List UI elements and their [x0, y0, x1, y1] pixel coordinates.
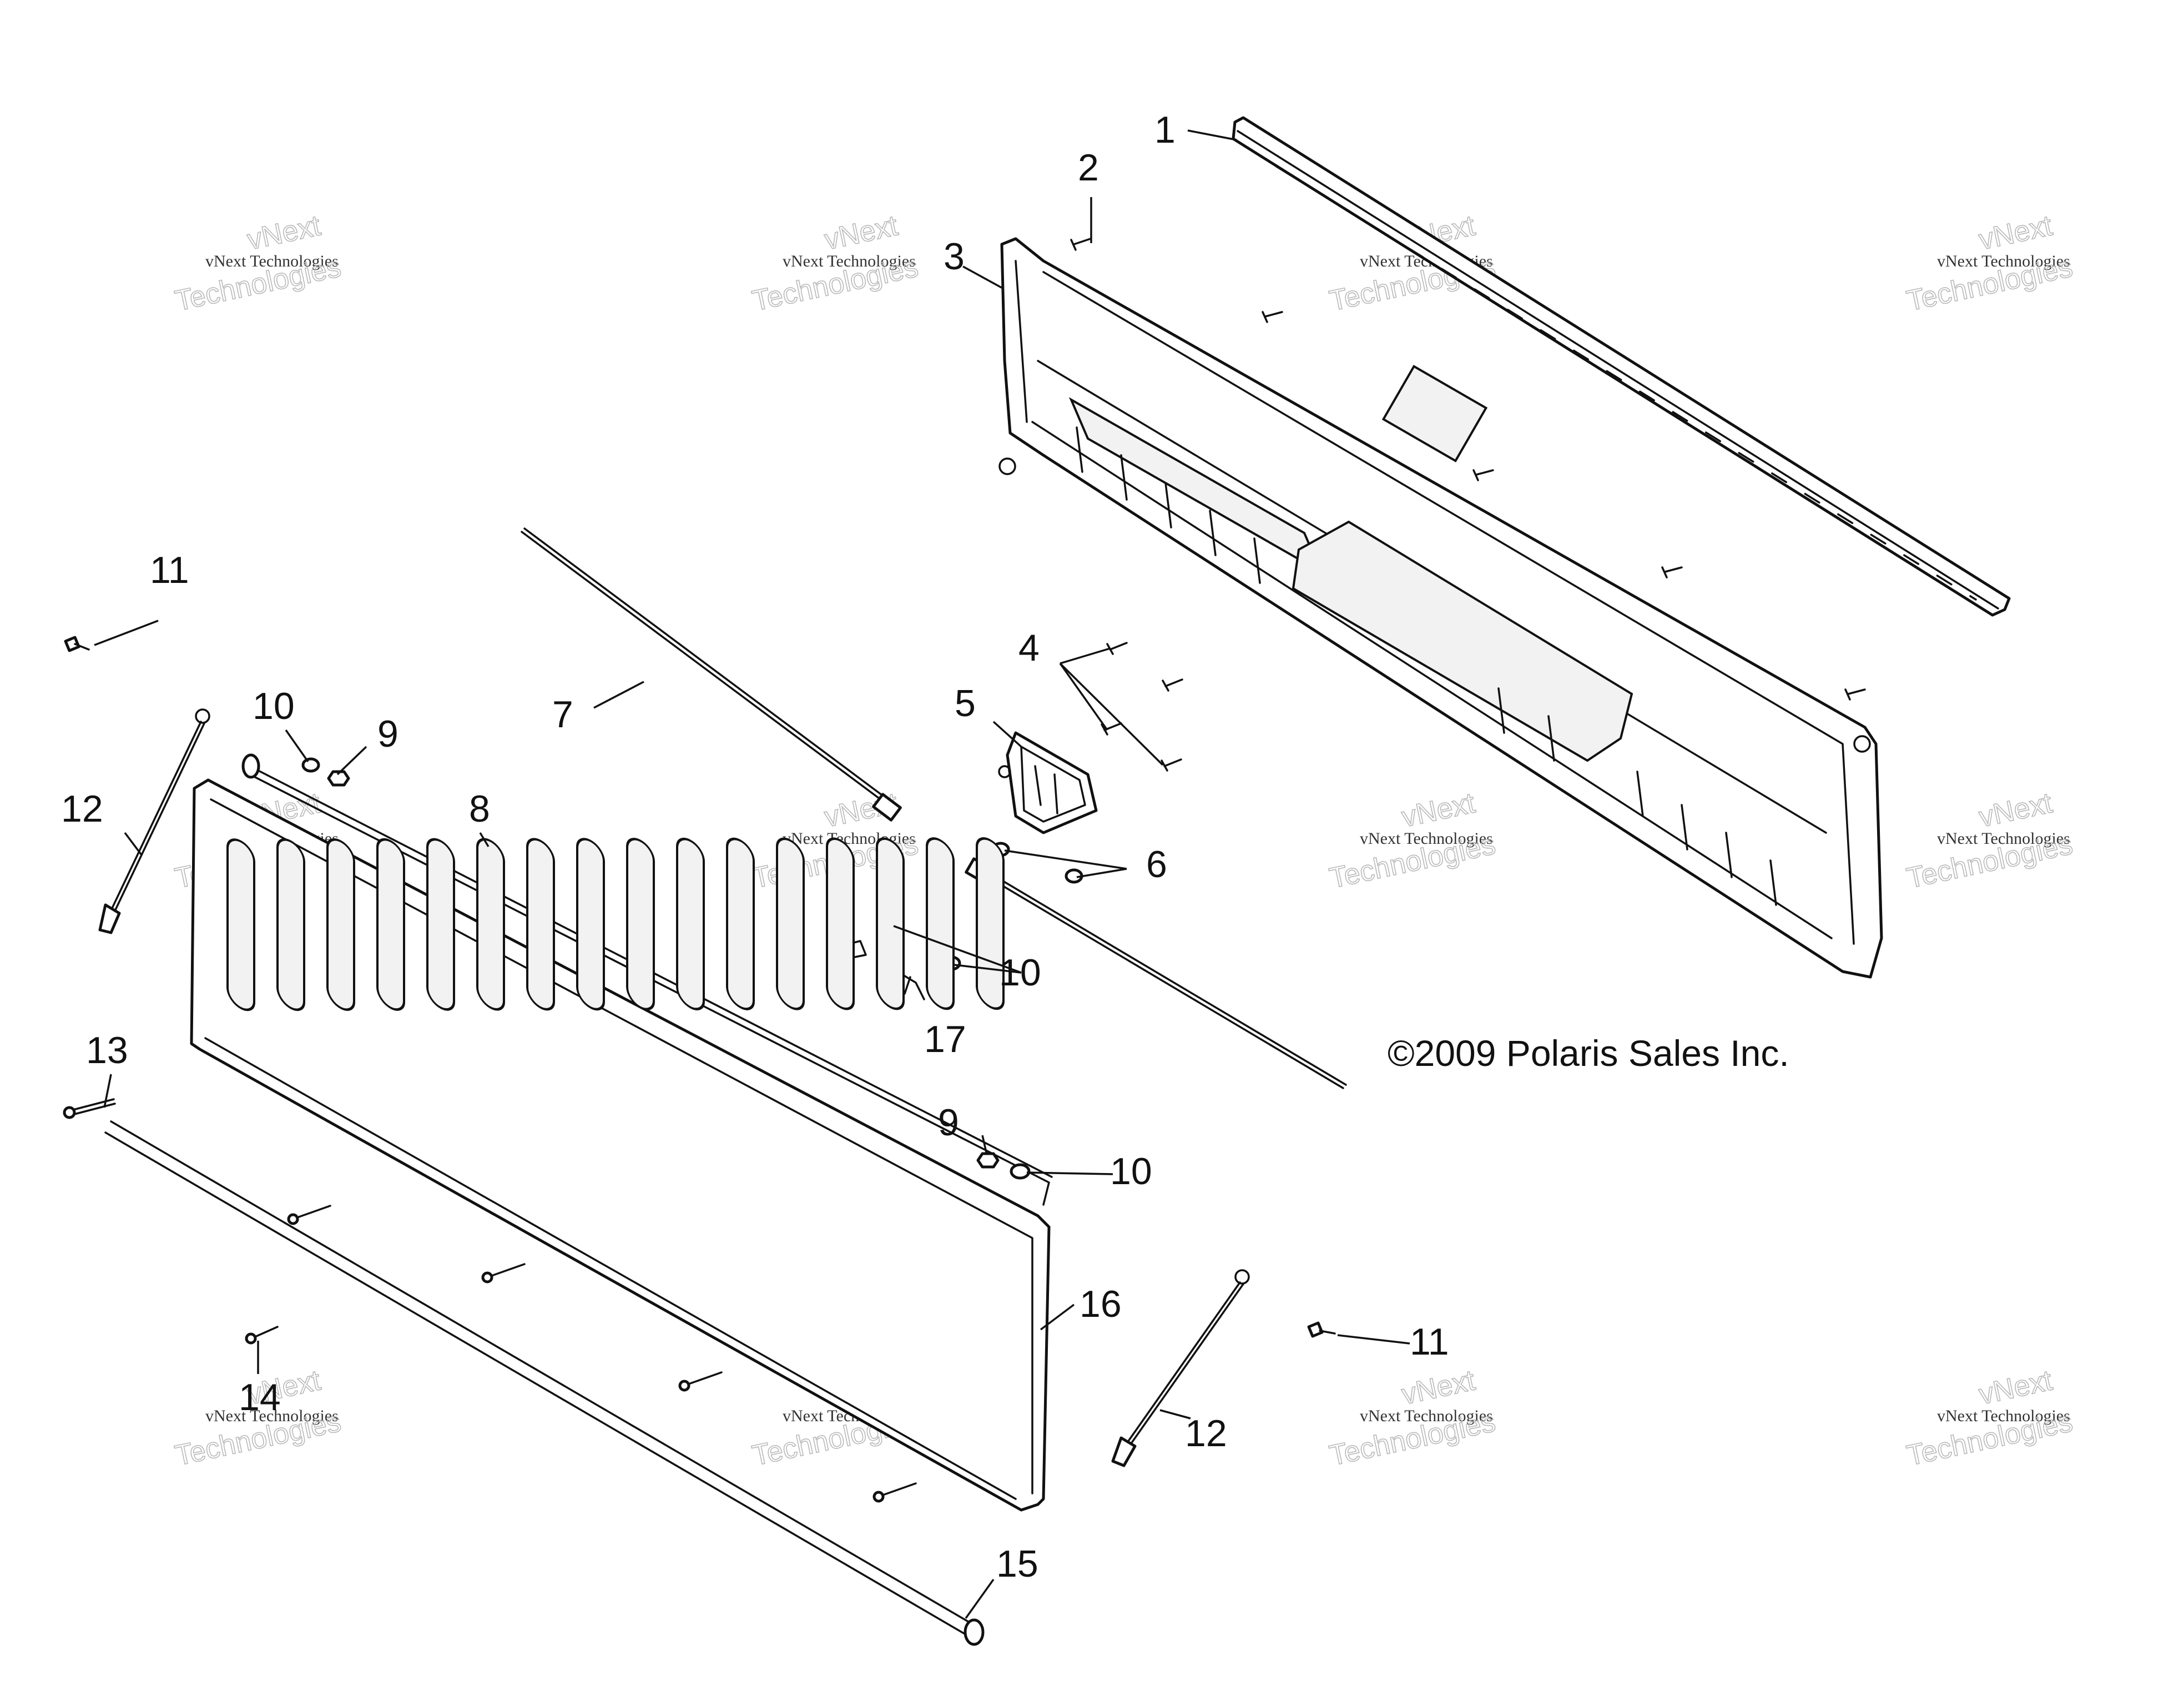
watermark-text: vNext Technologies — [1937, 252, 2070, 270]
callout-12-right: 12 — [1185, 1412, 1227, 1455]
watermark-tile: vNext vNext Technologies Technologies — [1904, 786, 2076, 895]
watermark-text-large: vNext — [1399, 787, 1478, 833]
callout-7: 7 — [552, 693, 573, 736]
watermark-text: vNext Technologies — [1360, 1407, 1493, 1425]
callout-10-left: 10 — [253, 685, 295, 727]
part-frame-screws — [1070, 238, 1866, 701]
callout-17: 17 — [924, 1018, 966, 1060]
part-upper-rod — [521, 527, 902, 822]
watermark-text-large: vNext — [1976, 787, 2055, 833]
part-right-washers — [976, 1152, 1031, 1180]
watermark-text: vNext Technologies — [1937, 1407, 2070, 1425]
callout-12-left: 12 — [61, 788, 103, 830]
watermark-text: vNext Technologies — [1937, 829, 2070, 848]
copyright-notice: ©2009 Polaris Sales Inc. — [1388, 1033, 1789, 1074]
watermark-text: vNext Technologies — [783, 252, 916, 270]
callout-labels: 1 2 3 4 5 6 7 8 9 9 10 10 10 11 11 12 12… — [61, 109, 1449, 1585]
callout-10-center: 10 — [999, 952, 1041, 994]
callout-6: 6 — [1146, 843, 1167, 885]
part-panel-bolts — [245, 1205, 917, 1503]
callout-15: 15 — [996, 1543, 1038, 1585]
callout-10-right: 10 — [1110, 1150, 1152, 1192]
callout-11-right: 11 — [1410, 1321, 1449, 1363]
watermark-tile: vNext vNext Technologies Technologies — [1326, 1363, 1499, 1472]
part-left-washers — [301, 757, 350, 787]
watermark-text-large: vNext — [1399, 1364, 1478, 1411]
watermark-text-large: vNext — [821, 209, 901, 256]
callout-16: 16 — [1080, 1283, 1122, 1325]
part-hinge-pin — [63, 1098, 116, 1119]
callout-4: 4 — [1018, 627, 1040, 669]
callout-2: 2 — [1078, 147, 1099, 189]
callout-13: 13 — [86, 1029, 128, 1071]
callout-9-left: 9 — [377, 713, 399, 755]
callout-5: 5 — [955, 682, 976, 724]
callout-8: 8 — [469, 788, 490, 830]
watermark-text-large: vNext — [244, 209, 324, 256]
watermark-tile: vNext vNext Technologies Technologies — [172, 209, 345, 318]
leader-lines — [94, 129, 1410, 1619]
callout-14: 14 — [239, 1376, 281, 1418]
part-latch-handle — [998, 731, 1098, 834]
part-tailgate-outer-panel — [190, 753, 1053, 1512]
callout-3: 3 — [944, 235, 965, 278]
callout-1: 1 — [1154, 109, 1176, 151]
part-inner-tailgate-frame — [998, 237, 1883, 979]
part-latch-screws — [1101, 642, 1183, 772]
part-support-cable-right — [1111, 1269, 1250, 1467]
part-support-cable-left — [98, 708, 210, 934]
callout-11-left: 11 — [150, 549, 189, 591]
part-bolt-left — [64, 636, 90, 652]
part-bolt-right — [1307, 1321, 1336, 1338]
watermark-tile: vNext vNext Technologies Technologies — [1904, 1363, 2076, 1472]
watermark-text-large: vNext — [1976, 1364, 2055, 1411]
watermark-text: vNext Technologies — [205, 252, 339, 270]
watermark-text-large: vNext — [1976, 209, 2055, 256]
watermark-tile: vNext vNext Technologies Technologies — [1904, 209, 2076, 318]
part-latch-washers — [991, 842, 1083, 884]
watermark-text: vNext Technologies — [1360, 829, 1493, 848]
watermark-tile: vNext vNext Technologies Technologies — [749, 209, 922, 318]
callout-9-right: 9 — [938, 1101, 959, 1144]
watermark-text: vNext Technologies — [205, 1407, 339, 1425]
watermark-tile: vNext vNext Technologies Technologies — [1326, 786, 1499, 895]
part-bottom-hinge-rod — [104, 1120, 985, 1646]
part-tailgate-slots — [226, 837, 1005, 1011]
